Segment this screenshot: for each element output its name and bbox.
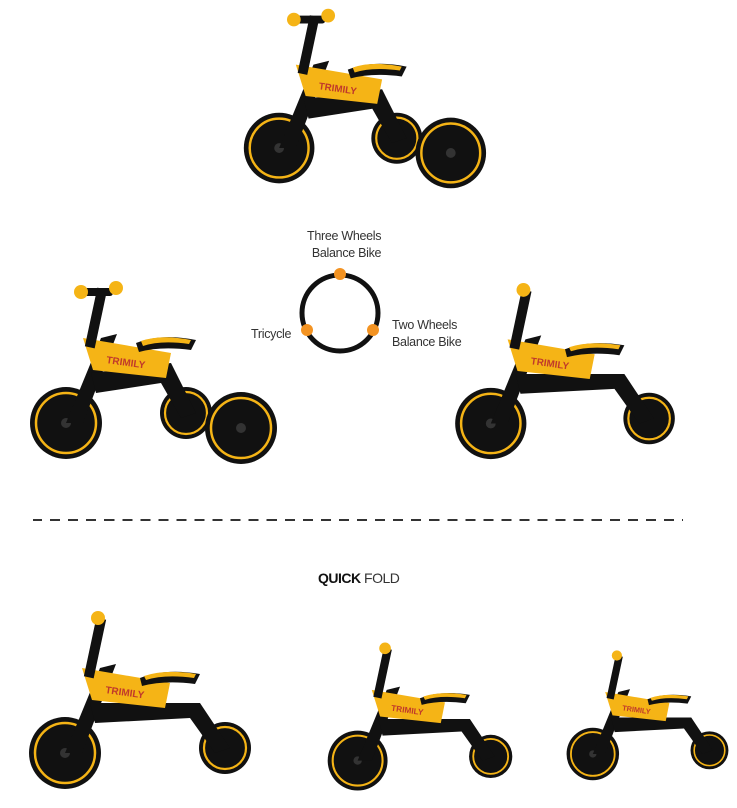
two-wheels-dot — [367, 324, 379, 336]
quick-fold-heading: QUICK FOLD — [318, 570, 400, 586]
tricycle-image — [20, 278, 282, 468]
tricycle-dot — [301, 324, 313, 336]
mode-cycle-diagram — [299, 268, 381, 354]
two-wheel-balance-bike-image — [445, 280, 685, 468]
three-wheel-balance-bike-image — [235, 5, 490, 193]
quick-text: QUICK — [318, 570, 361, 586]
fold-step-1-image — [15, 608, 265, 798]
three-wheels-label: Three Wheels Balance Bike — [307, 229, 382, 260]
two-wheels-label: Two Wheels Balance Bike — [392, 318, 462, 349]
fold-step-3-image — [560, 635, 735, 800]
three-wheels-dot — [334, 268, 346, 280]
fold-step-2-image — [290, 640, 550, 798]
divider — [33, 519, 683, 521]
tricycle-label: Tricycle — [251, 327, 292, 341]
fold-text: FOLD — [364, 570, 400, 586]
